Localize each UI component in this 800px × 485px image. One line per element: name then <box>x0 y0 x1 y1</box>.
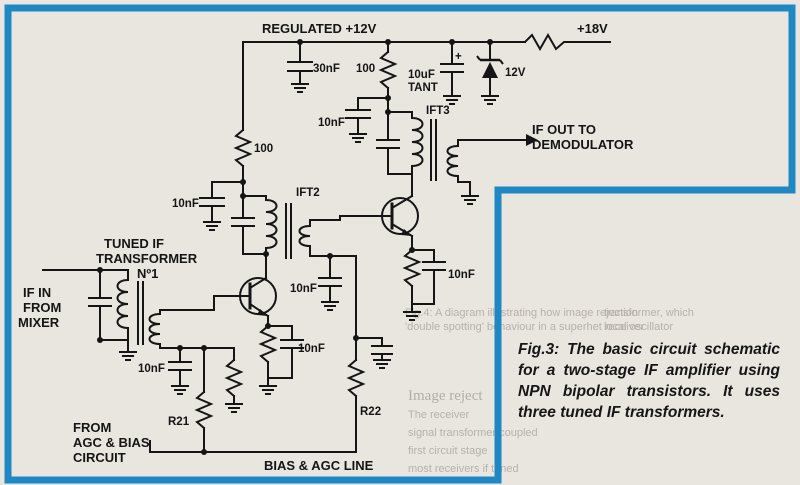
label-plus18: +18V <box>577 21 608 36</box>
label-cap-10n-c: 10nF <box>290 283 317 295</box>
label-r100-top: 100 <box>356 63 375 75</box>
label-if-in-1: IF IN <box>23 285 51 300</box>
label-cap-10n-f: 10nF <box>448 269 475 281</box>
bg-frag-7: signal transformer coupled <box>408 427 538 439</box>
label-cap-10n-e: 10nF <box>298 343 325 355</box>
label-r22: R22 <box>360 406 381 418</box>
label-agc-1: FROM <box>73 420 111 435</box>
bg-frag-6: The receiver <box>408 409 469 421</box>
circuit-wiring <box>61 32 611 453</box>
label-bias-line: BIAS & AGC LINE <box>264 458 374 473</box>
label-ift3: IFT3 <box>426 105 450 117</box>
label-regulated: REGULATED +12V <box>262 21 377 36</box>
zener-diode-symbol <box>476 55 504 78</box>
tant-plus-sign: + <box>455 51 462 63</box>
junction-dots <box>97 39 493 455</box>
label-cap-10u: 10uF <box>408 69 435 81</box>
label-agc-3: CIRCUIT <box>73 450 126 465</box>
label-tuned-1: TUNED IF <box>104 236 164 251</box>
label-zener: 12V <box>505 67 526 79</box>
label-r21: R21 <box>168 416 190 428</box>
bg-frag-2: local oscillator <box>604 321 673 333</box>
label-cap-10n-d: 10nF <box>138 363 165 375</box>
label-if-out-2: DEMODULATOR <box>532 137 634 152</box>
bg-frag-8: first circuit stage <box>408 445 487 457</box>
bg-frag-9: most receivers if tuned <box>408 463 519 475</box>
label-if-out-1: IF OUT TO <box>532 122 596 137</box>
frame-border <box>4 4 796 484</box>
label-agc-2: AGC & BIAS <box>73 435 150 450</box>
label-ift2: IFT2 <box>296 187 320 199</box>
label-tuned-2: TRANSFORMER <box>96 251 198 266</box>
label-cap-10n-a: 10nF <box>318 117 345 129</box>
label-r100-left: 100 <box>254 143 273 155</box>
bg-frag-3: Fig.4: A diagram illustrating how image … <box>405 307 638 319</box>
background-text: transformer, which local oscillator Fig.… <box>405 307 694 475</box>
label-tant: TANT <box>408 82 438 94</box>
figure-caption: Fig.3: The basic circuit schematic for a… <box>518 341 780 421</box>
bg-frag-4: 'double spotting' behaviour in a superhe… <box>405 321 644 333</box>
label-tuned-3: Nº1 <box>137 266 158 281</box>
label-cap-10n-b: 10nF <box>172 198 199 210</box>
label-cap-30n: 30nF <box>313 63 340 75</box>
bg-frag-5: Image reject <box>408 388 483 404</box>
schematic-labels: REGULATED +12V +18V 30nF 100 10uF TANT 1… <box>18 21 634 473</box>
label-if-in-2: FROM <box>23 300 61 315</box>
bg-frag-1: transformer, which <box>604 307 694 319</box>
label-if-in-3: MIXER <box>18 315 60 330</box>
